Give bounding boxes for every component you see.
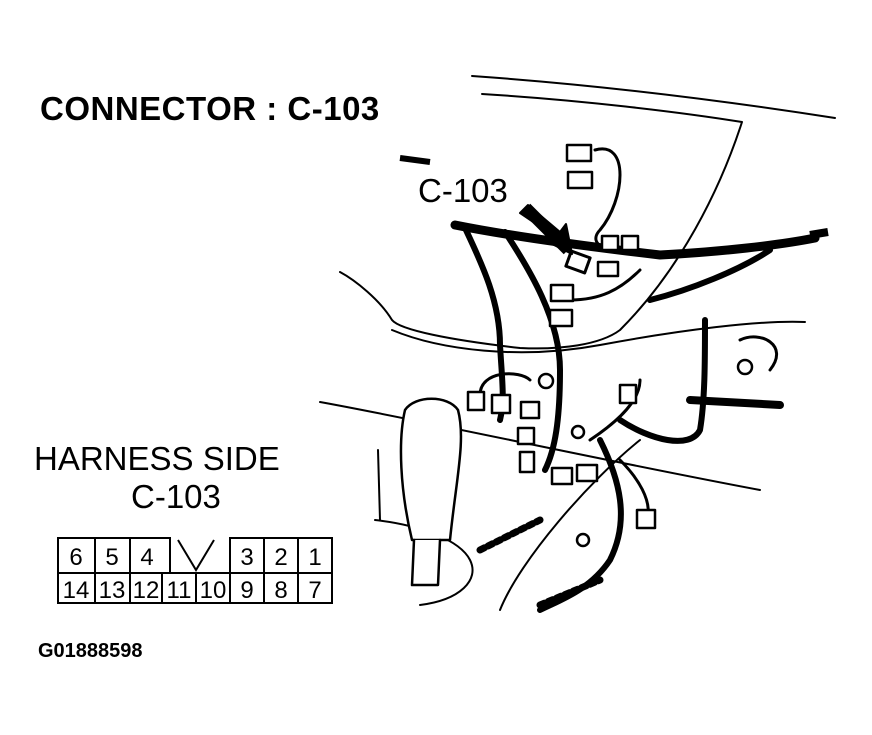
harness-connector-face: 6 5 4 3 2 1 14 13 12 11 10 9 8 7 [57,537,333,604]
pin-label: 13 [99,577,126,604]
connector-block [519,400,541,420]
pin-label: 1 [308,544,321,571]
figure-id: G01888598 [38,640,143,662]
pin-label: 8 [274,577,287,604]
connector-block [635,508,657,530]
console-side-edge [499,439,641,611]
pin-label: 3 [240,544,253,571]
harness-end-cap [809,228,829,239]
connector-callout-label: C-103 [418,172,508,209]
shift-lever-shaft [410,538,442,587]
dashboard-upper-edge [471,75,836,119]
pin-label: 5 [105,544,118,571]
wire-lower-connectors [568,268,642,302]
connector-block [490,393,512,415]
harness-lower-right [686,396,784,409]
c103-connector-block [564,249,592,275]
wire-left-connectors [478,372,532,397]
harness-right-loop [617,317,708,444]
harness-dashed-left [476,516,544,554]
connector-title: CONNECTOR : C-103 [40,90,380,127]
ground-terminal [575,532,591,548]
connector-block [600,234,620,252]
main-harness [450,220,820,260]
ground-terminal [736,358,754,376]
connector-block [596,260,620,278]
connector-block [549,283,575,303]
wire-right-ground [738,335,778,372]
console-left-edge [377,449,381,521]
harness-connector-name: C-103 [131,478,221,515]
ground-terminal [537,372,555,390]
connector-block [550,466,574,486]
connector-block [516,426,536,446]
c103-callout-arrow-shaft [521,203,573,255]
connector-block [566,170,594,190]
pin-label: 11 [167,577,192,604]
connector-block [548,308,574,328]
harness-right-branch [647,247,773,303]
connector-block [518,450,536,474]
pin-label: 10 [200,577,227,604]
dashboard-inner-edge [339,93,743,350]
pin-label: 12 [133,577,160,604]
pin-label: 4 [140,544,153,571]
pin-label: 9 [240,577,253,604]
connector-block [565,143,593,163]
harness-end-cap [399,155,431,165]
pin-label: 14 [63,577,90,604]
connector-block [620,234,640,252]
ground-terminal [570,424,586,440]
shift-knob [399,397,463,542]
wire-mid-connectors [588,378,642,442]
pin-label: 2 [274,544,287,571]
connector-block [575,463,599,483]
connector-lock-notch [177,539,215,572]
pin-label: 7 [308,577,321,604]
harness-dashed-bottom [536,576,604,609]
pin-label: 6 [69,544,82,571]
harness-drop-middle [502,229,563,473]
connector-block [466,390,486,412]
harness-side-heading: HARNESS SIDE [34,440,280,477]
connector-block [618,383,638,405]
console-upper-edge [391,320,806,354]
wire-top-connectors [593,147,622,248]
